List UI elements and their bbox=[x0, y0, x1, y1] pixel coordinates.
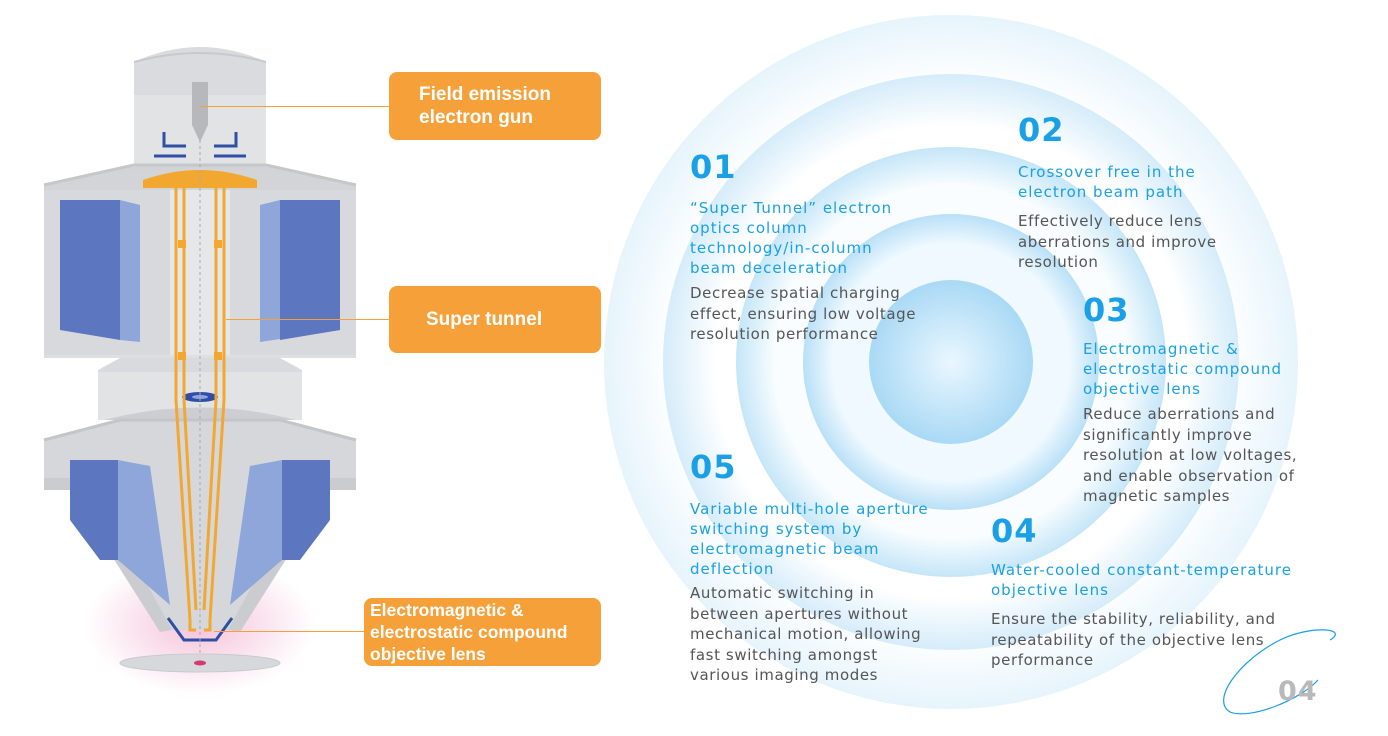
callout-field-emission-gun: Field emission electron gun bbox=[389, 72, 601, 140]
desc-line: magnetic samples bbox=[1083, 487, 1231, 505]
page-number-swoosh bbox=[1223, 629, 1336, 715]
feature-04-description: Ensure the stability, reliability, and r… bbox=[991, 609, 1276, 671]
desc-line: resolution performance bbox=[690, 325, 879, 343]
feature-03-description: Reduce aberrations and significantly imp… bbox=[1083, 404, 1297, 507]
feature-02-number: 02 bbox=[1018, 111, 1065, 149]
desc-line: between apertures without bbox=[690, 604, 909, 623]
desc-line: performance bbox=[991, 651, 1094, 669]
tunnel-flanges bbox=[178, 240, 222, 360]
title-line: optics column bbox=[690, 219, 808, 237]
lower-coil-right bbox=[230, 460, 330, 605]
feature-01-description: Decrease spatial charging effect, ensuri… bbox=[690, 283, 916, 345]
title-line: beam deceleration bbox=[690, 259, 849, 277]
desc-line: mechanical motion, allowing bbox=[690, 625, 922, 643]
super-tunnel-tube bbox=[174, 184, 226, 632]
desc-line: and enable observation of bbox=[1083, 466, 1295, 485]
desc-line: Ensure the stability, reliability, and bbox=[991, 610, 1276, 628]
title-line: objective lens bbox=[991, 581, 1109, 599]
upper-coil-right bbox=[260, 200, 340, 342]
callout-text-line: Electromagnetic & bbox=[370, 600, 524, 620]
feature-04-title: Water-cooled constant-temperature object… bbox=[991, 560, 1292, 600]
feature-05-description: Automatic switching in between apertures… bbox=[690, 583, 921, 686]
feature-01-title: “Super Tunnel” electron optics column te… bbox=[690, 198, 892, 278]
desc-line: fast switching amongst bbox=[690, 645, 878, 664]
callout-text-line: electron gun bbox=[419, 107, 534, 128]
feature-05-title: Variable multi-hole aperture switching s… bbox=[690, 499, 929, 579]
desc-line: resolution bbox=[1018, 253, 1099, 271]
electron-gun-housing bbox=[133, 47, 267, 170]
lower-coil-left bbox=[70, 460, 170, 605]
upper-coil-left bbox=[60, 200, 140, 342]
feature-01-number: 01 bbox=[690, 148, 737, 186]
title-line: deflection bbox=[690, 560, 775, 578]
title-line: “Super Tunnel” electron bbox=[690, 199, 893, 217]
callout-text-line: electrostatic compound bbox=[370, 622, 568, 642]
callout-text-line: Super tunnel bbox=[426, 309, 543, 330]
feature-02-description: Effectively reduce lens aberrations and … bbox=[1018, 211, 1217, 273]
desc-line: Automatic switching in bbox=[690, 584, 875, 602]
callout-objective-lens: Electromagnetic & electrostatic compound… bbox=[364, 598, 601, 666]
title-line: electrostatic compound bbox=[1083, 360, 1282, 378]
desc-line: Effectively reduce lens bbox=[1018, 212, 1203, 230]
title-line: technology/in-column bbox=[690, 239, 873, 257]
callout-text-line: Field emission bbox=[419, 84, 551, 105]
title-line: Electromagnetic & bbox=[1083, 340, 1239, 358]
desc-line: resolution at low voltages, bbox=[1083, 446, 1298, 464]
desc-line: aberrations and improve bbox=[1018, 232, 1217, 251]
desc-line: various imaging modes bbox=[690, 666, 879, 684]
sample-spot bbox=[194, 660, 206, 666]
title-line: Water-cooled constant-temperature bbox=[991, 561, 1292, 579]
title-line: electromagnetic beam bbox=[690, 540, 880, 558]
title-line: switching system by bbox=[690, 520, 863, 538]
feature-03-number: 03 bbox=[1083, 291, 1130, 329]
feature-04-number: 04 bbox=[991, 512, 1038, 550]
feature-05-number: 05 bbox=[690, 448, 737, 486]
desc-line: significantly improve bbox=[1083, 425, 1253, 444]
desc-line: repeatability of the objective lens bbox=[991, 630, 1265, 649]
leader-line-gun bbox=[200, 106, 390, 107]
title-line: objective lens bbox=[1083, 380, 1201, 398]
ring-center bbox=[869, 280, 1033, 444]
title-line: electron beam path bbox=[1018, 183, 1184, 201]
title-line: Crossover free in the bbox=[1018, 163, 1196, 181]
leader-line-lens bbox=[214, 631, 364, 632]
callout-super-tunnel: Super tunnel bbox=[389, 286, 601, 353]
title-line: Variable multi-hole aperture bbox=[690, 500, 929, 518]
leader-line-tunnel bbox=[226, 319, 390, 320]
electron-column-diagram bbox=[43, 47, 357, 695]
desc-line: Reduce aberrations and bbox=[1083, 405, 1276, 423]
page-number: 04 bbox=[1278, 676, 1318, 707]
desc-line: Decrease spatial charging bbox=[690, 284, 901, 302]
desc-line: effect, ensuring low voltage bbox=[690, 304, 917, 323]
feature-03-title: Electromagnetic & electrostatic compound… bbox=[1083, 339, 1282, 399]
callout-text-line: objective lens bbox=[370, 644, 486, 664]
feature-02-title: Crossover free in the electron beam path bbox=[1018, 162, 1196, 202]
